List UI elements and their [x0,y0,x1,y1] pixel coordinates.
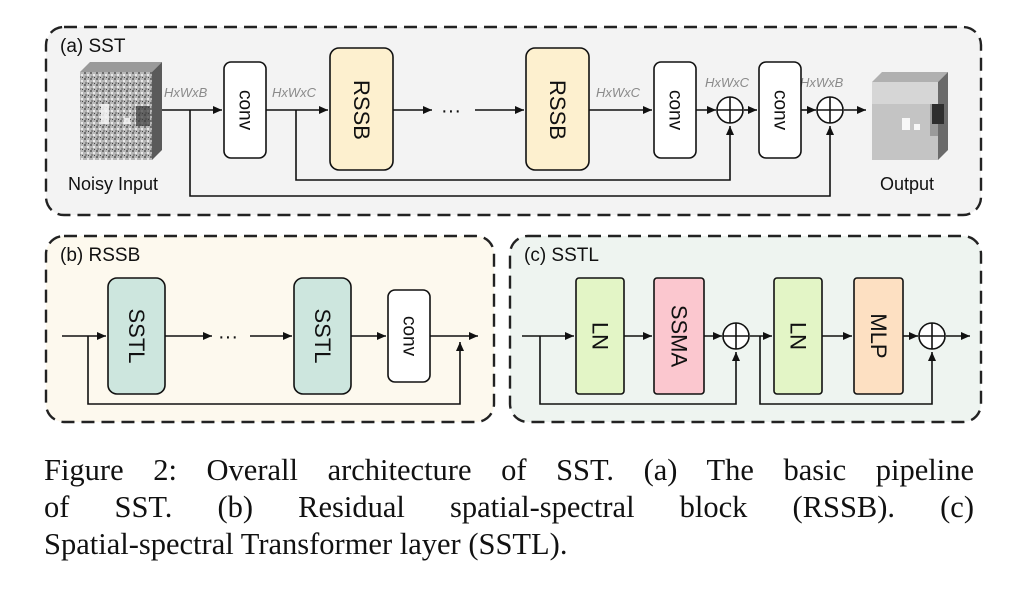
noisy-input-image [80,62,162,160]
sst-rssb-2-label: RSSB [545,80,570,140]
sstl-skip-1 [539,336,740,405]
dim-label-output: HxWxB [800,75,844,90]
sstl-mlp [853,277,904,395]
skip-input-to-sum [189,110,834,197]
sst-rssb-2 [525,47,590,171]
panel-sst: (a) SST Noisy Input Output HxWxB HxWxC H… [44,25,983,217]
sst-conv-3 [758,61,802,159]
panel-sst-label: (a) SST [60,36,126,57]
sstl-ln-1-label: LN [588,322,613,350]
dim-label-rssb-out: HxWxC [596,85,641,100]
sstl-ln-2-label: LN [786,322,811,350]
sstl-ln-2 [773,277,823,395]
caption-line-2: of SST. (b) Residual spatial-spectral bl… [44,490,974,524]
sst-rssb-1 [329,47,394,171]
panel-rssb-label: (b) RSSB [60,245,140,266]
rssb-sstl-1 [107,277,166,395]
sstl-mlp-label: MLP [866,313,891,358]
sst-rssb-1-label: RSSB [349,80,374,140]
output-image [872,72,948,160]
dim-label-conv-out: HxWxC [272,85,317,100]
rssb-dots: ··· [218,326,238,348]
sstl-ssma-label: SSMA [667,305,692,368]
architecture-diagram: (a) SST Noisy Input Output HxWxB HxWxC H… [44,25,983,424]
noisy-input-label: Noisy Input [68,174,158,194]
panel-sstl-label: (c) SSTL [524,245,599,266]
figure-caption: Figure 2: Overall architecture of SST. (… [44,452,974,563]
sstl-ssma [653,277,705,395]
sstl-ln-1 [575,277,625,395]
sst-conv-3-label: conv [770,90,791,131]
sst-dots: ··· [441,100,461,122]
rssb-sstl-1-label: SSTL [124,308,149,363]
sstl-sum-node-1 [722,322,750,350]
sst-conv-2 [653,61,697,159]
panel-sstl: (c) SSTL LN SSMA LN MLP [508,234,983,424]
sst-sum-node-2 [816,96,844,124]
sstl-sum-node-2 [918,322,946,350]
sstl-skip-2 [759,336,936,405]
rssb-skip [87,336,464,405]
rssb-sstl-2-label: SSTL [310,308,335,363]
caption-line-1: Figure 2: Overall architecture of SST. (… [44,453,974,487]
rssb-conv-label: conv [399,316,420,357]
skip-conv-to-sum [295,110,734,181]
rssb-sstl-2 [293,277,352,395]
sst-sum-node-1 [716,96,744,124]
panel-sst-border [44,25,983,217]
caption-line-3: Spatial-spectral Transformer layer (SSTL… [44,527,568,561]
sst-conv-1 [223,61,267,159]
panel-rssb: (b) RSSB ··· SSTL SSTL conv [44,234,496,424]
sst-conv-1-label: conv [235,90,256,131]
output-label: Output [880,174,934,194]
dim-label-sum-out: HxWxC [705,75,750,90]
rssb-conv [387,289,431,383]
dim-label-input: HxWxB [164,85,208,100]
sst-conv-2-label: conv [665,90,686,131]
